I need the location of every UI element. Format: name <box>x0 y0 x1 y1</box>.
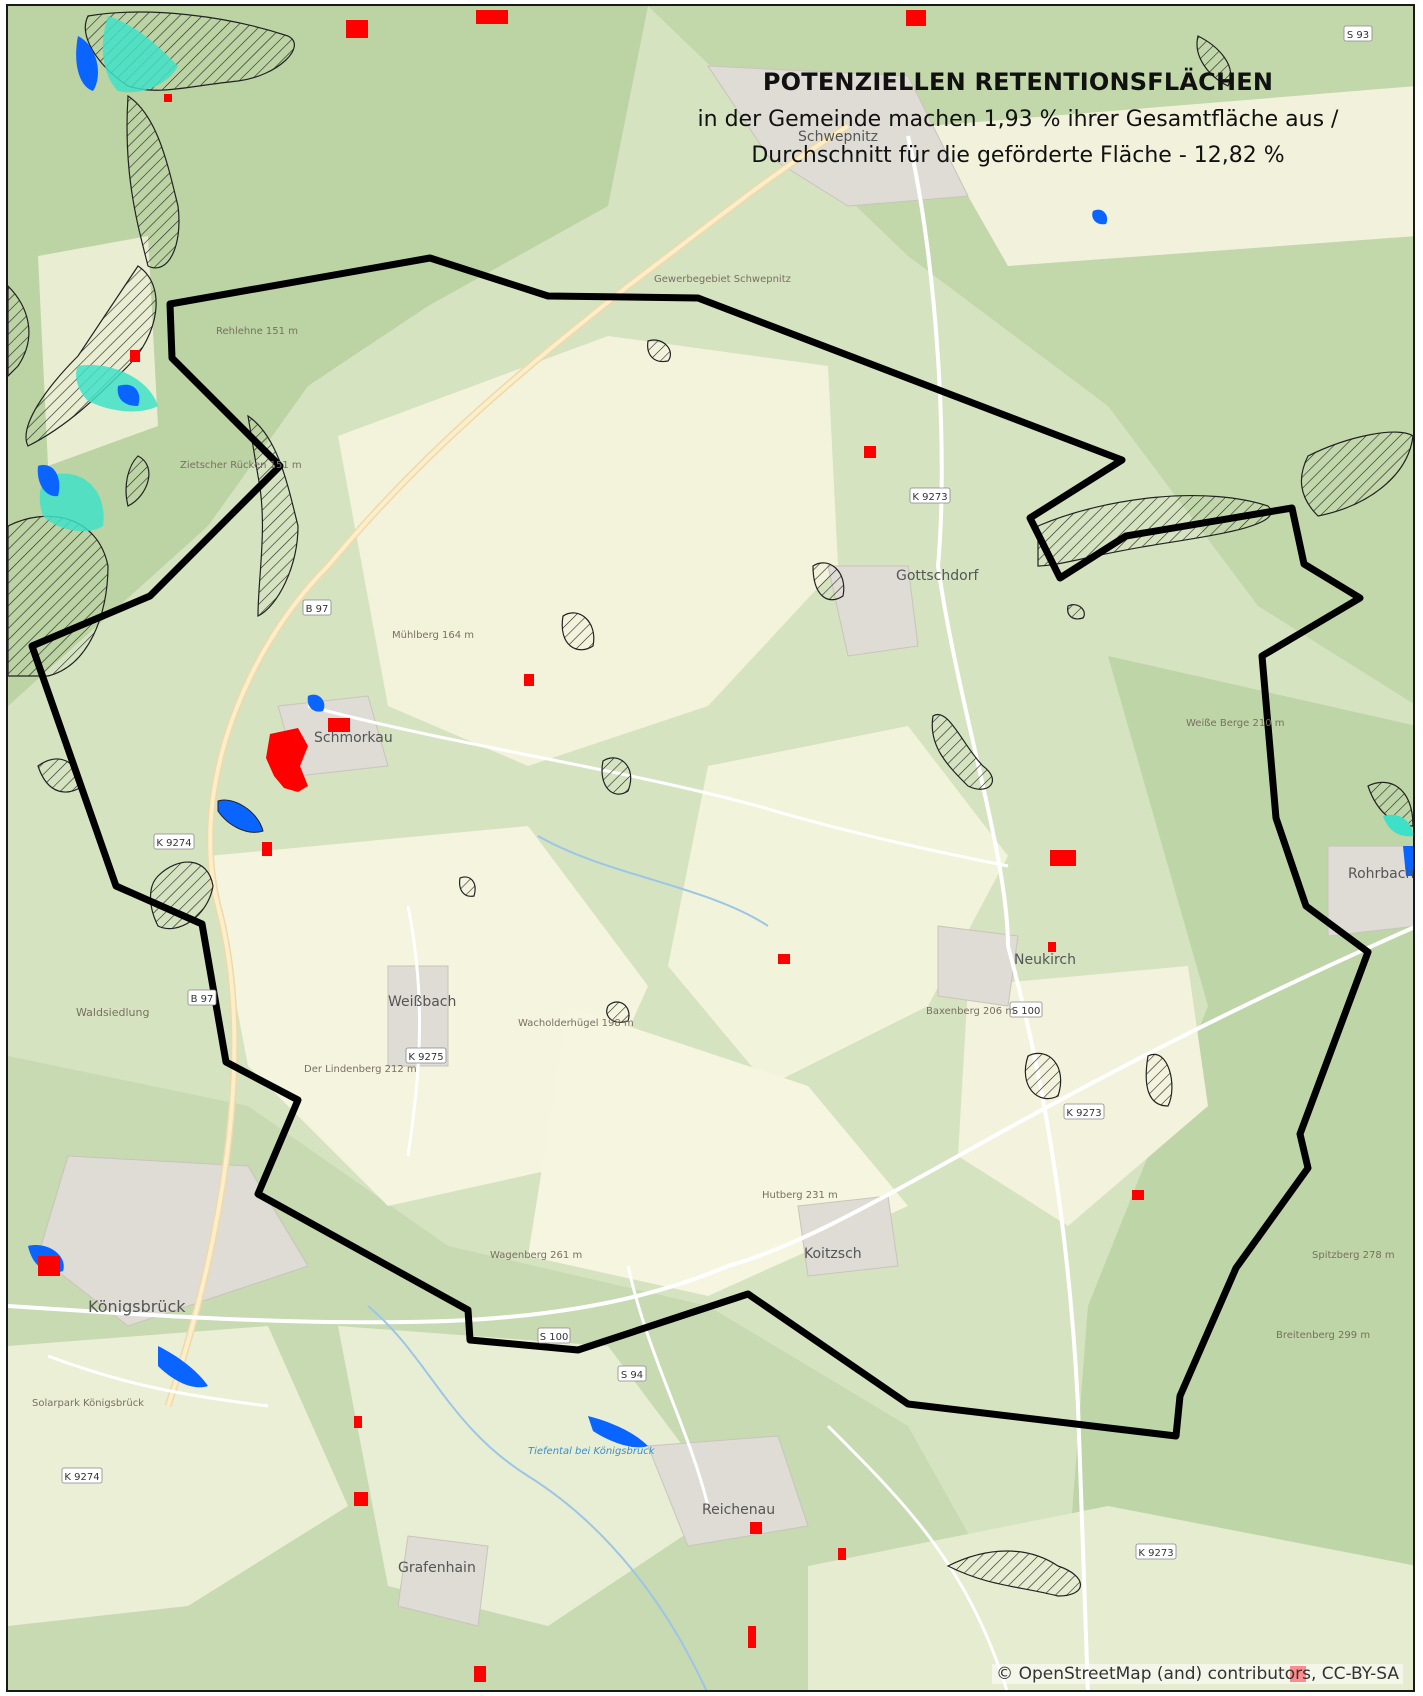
place-label: Reichenau <box>702 1502 775 1518</box>
hill-label: Rehlehne 151 m <box>216 326 298 337</box>
map-subtitle-line2: Durchschnitt für die geförderte Fläche -… <box>751 143 1285 168</box>
road-label-k9273: K 9273 <box>912 492 947 503</box>
place-label: Schwepnitz <box>798 129 878 145</box>
place-label: Weißbach <box>388 994 456 1010</box>
map-subtitle-line1: in der Gemeinde machen 1,93 % ihrer Gesa… <box>697 107 1339 132</box>
place-label: Neukirch <box>1014 952 1076 968</box>
hill-label: Der Lindenberg 212 m <box>304 1064 417 1075</box>
place-label: Königsbrück <box>88 1297 186 1316</box>
map-frame: B 97 B 97 K 9274 K 9274 K 9273 K 9273 K … <box>6 4 1415 1692</box>
hill-label: Mühlberg 164 m <box>392 630 474 641</box>
road-label-b97: B 97 <box>306 604 329 615</box>
road-labels: B 97 B 97 K 9274 K 9274 K 9273 K 9273 K … <box>61 25 1373 1560</box>
road-label-k9275: K 9275 <box>408 1052 443 1063</box>
municipality-boundary <box>28 254 1372 1440</box>
land-cover <box>8 6 1413 1690</box>
place-labels: Schwepnitz Gottschdorf Schmorkau Weißbac… <box>32 129 1414 1576</box>
hill-label: Hutberg 231 m <box>762 1190 838 1201</box>
place-label: Koitzsch <box>804 1246 862 1262</box>
map-canvas: B 97 B 97 K 9274 K 9274 K 9273 K 9273 K … <box>8 6 1414 1690</box>
place-label: Schmorkau <box>314 730 393 746</box>
settlements <box>37 65 1413 1627</box>
hill-label: Breitenberg 299 m <box>1276 1330 1370 1341</box>
road-label-k9274: K 9274 <box>64 1472 99 1483</box>
road-label-s100: S 100 <box>1012 1006 1041 1017</box>
place-label: Gewerbegebiet Schwepnitz <box>654 274 791 285</box>
place-label: Waldsiedlung <box>76 1006 149 1019</box>
hill-label: Zietscher Rücken 151 m <box>180 460 302 471</box>
hill-labels: Mühlberg 164 m Wacholderhügel 198 m Der … <box>180 326 1395 1341</box>
road-label-s100: S 100 <box>540 1332 569 1343</box>
road-label-b97: B 97 <box>191 994 214 1005</box>
hill-label: Weiße Berge 210 m <box>1186 718 1285 729</box>
place-label: Grafenhain <box>398 1560 476 1576</box>
place-label: Tiefental bei Königsbrück <box>528 1446 656 1457</box>
hill-label: Baxenberg 206 m <box>926 1006 1015 1017</box>
hill-label: Wacholderhügel 198 m <box>518 1018 634 1029</box>
road-label-s94: S 94 <box>621 1370 643 1381</box>
hill-label: Wagenberg 261 m <box>490 1250 582 1261</box>
map-attribution: © OpenStreetMap (and) contributors, CC-B… <box>992 1664 1403 1684</box>
place-label: Solarpark Königsbrück <box>32 1398 144 1409</box>
roads <box>8 123 1413 1690</box>
road-label-k9274: K 9274 <box>156 838 191 849</box>
place-label: Gottschdorf <box>896 568 979 584</box>
hill-label: Spitzberg 278 m <box>1312 1250 1395 1261</box>
road-label-k9273: K 9273 <box>1138 1548 1173 1559</box>
road-label-s93: S 93 <box>1347 30 1369 41</box>
road-label-k9273: K 9273 <box>1066 1108 1101 1119</box>
map-title-block: POTENZIELLEN RETENTIONSFLÄCHEN in der Ge… <box>648 68 1388 174</box>
map-title: POTENZIELLEN RETENTIONSFLÄCHEN <box>762 68 1274 96</box>
place-label: Rohrbach <box>1348 866 1414 882</box>
